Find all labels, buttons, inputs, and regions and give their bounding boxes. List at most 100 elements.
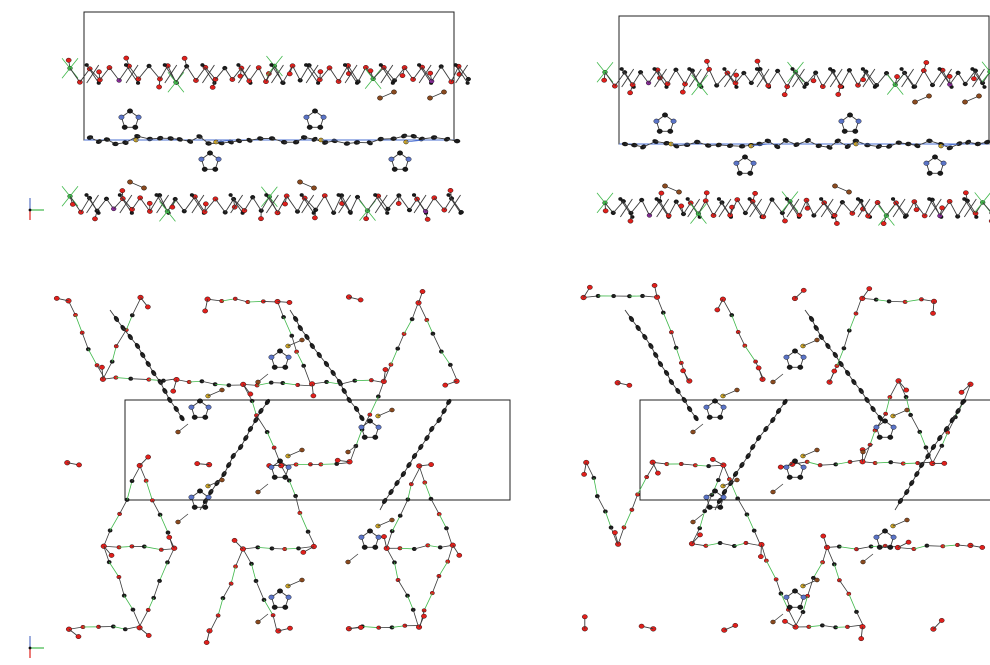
bond xyxy=(923,70,933,86)
bond xyxy=(138,65,150,80)
carbon-atom xyxy=(786,364,793,370)
bond xyxy=(619,198,633,218)
oxygen-atom xyxy=(427,70,434,76)
bond xyxy=(766,560,777,580)
linker-atom xyxy=(150,498,155,503)
carbon-atom xyxy=(982,85,987,89)
oxygen-atom xyxy=(421,613,427,619)
bond xyxy=(383,67,395,81)
bond xyxy=(684,70,693,85)
bond xyxy=(905,396,911,416)
bond xyxy=(383,364,392,382)
bond xyxy=(649,200,661,216)
carbon-atom xyxy=(638,70,644,75)
oxygen-atom xyxy=(312,215,318,221)
nitrogen-atom xyxy=(215,156,222,162)
bond xyxy=(102,361,113,380)
bond xyxy=(646,463,655,478)
carbon-atom xyxy=(747,170,754,176)
bond xyxy=(963,198,977,218)
bond xyxy=(426,319,434,334)
bond xyxy=(822,70,834,87)
oxygen-atom xyxy=(835,91,842,97)
bond xyxy=(183,196,196,212)
bond xyxy=(957,200,968,217)
carbon-atom xyxy=(712,488,718,494)
bromine-atom xyxy=(255,619,261,625)
bond xyxy=(756,68,770,88)
bond xyxy=(447,545,454,562)
bromine-atom xyxy=(690,429,696,435)
bond xyxy=(263,301,277,303)
bond xyxy=(255,580,265,601)
bond xyxy=(648,69,658,84)
bond xyxy=(964,70,976,85)
bond xyxy=(103,546,110,563)
bond xyxy=(283,316,293,336)
bond xyxy=(722,299,733,316)
bond xyxy=(713,202,723,216)
carbon-atom xyxy=(336,193,341,197)
bond xyxy=(125,315,133,331)
carbon-atom xyxy=(897,497,904,505)
bond xyxy=(753,530,761,545)
carbon-atom xyxy=(367,528,373,534)
carbon-atom xyxy=(876,434,883,440)
bond xyxy=(931,199,941,217)
nitrogen-atom xyxy=(205,494,212,500)
bond xyxy=(412,609,419,626)
linker-atom xyxy=(389,529,395,534)
carbon-atom xyxy=(656,128,663,134)
bond xyxy=(119,194,133,214)
carbon-atom xyxy=(784,197,790,201)
bond xyxy=(675,69,686,85)
nitrogen-atom xyxy=(720,404,727,410)
bond xyxy=(286,195,298,212)
carbon-atom xyxy=(372,434,379,440)
bond xyxy=(194,196,206,213)
oxygen-atom xyxy=(283,193,290,199)
bond xyxy=(855,298,862,314)
bond xyxy=(131,297,142,316)
nitrogen-atom xyxy=(268,594,275,600)
oxygen-atom xyxy=(781,92,788,98)
carbon-atom xyxy=(640,144,647,150)
bond xyxy=(839,579,850,595)
bond xyxy=(688,68,702,88)
carbon-atom xyxy=(927,197,932,201)
nitrogen-atom xyxy=(388,156,395,162)
oxygen-atom xyxy=(704,58,710,64)
oxygen-atom xyxy=(754,58,761,64)
panel-side-view-left xyxy=(61,11,471,222)
oxygen-atom xyxy=(209,84,216,90)
bond xyxy=(399,547,415,550)
bond xyxy=(982,202,990,212)
carbon-atom xyxy=(197,488,203,494)
bond xyxy=(458,66,469,80)
bond xyxy=(885,397,891,414)
carbon-atom xyxy=(782,398,788,406)
carbon-atom xyxy=(212,166,219,172)
carbon-atom xyxy=(458,210,464,215)
oxygen-atom xyxy=(282,201,288,207)
bond xyxy=(832,70,841,87)
carbon-atom xyxy=(717,504,724,510)
carbon-atom xyxy=(734,85,739,89)
bond xyxy=(139,465,147,481)
carbon-atom xyxy=(103,196,109,202)
bond xyxy=(631,494,638,510)
bond xyxy=(398,195,410,211)
bromine-atom xyxy=(219,387,225,393)
bond xyxy=(186,66,197,81)
bond xyxy=(792,68,805,88)
bond xyxy=(440,66,452,83)
linker-atom xyxy=(157,512,163,517)
bond xyxy=(333,195,343,213)
oxygen-atom xyxy=(358,625,364,630)
oxygen-atom xyxy=(156,84,162,90)
bond xyxy=(377,195,389,210)
oxygen-atom xyxy=(958,389,965,395)
carbon-atom xyxy=(882,418,888,424)
carbon-atom xyxy=(84,63,89,67)
bond xyxy=(919,431,927,448)
